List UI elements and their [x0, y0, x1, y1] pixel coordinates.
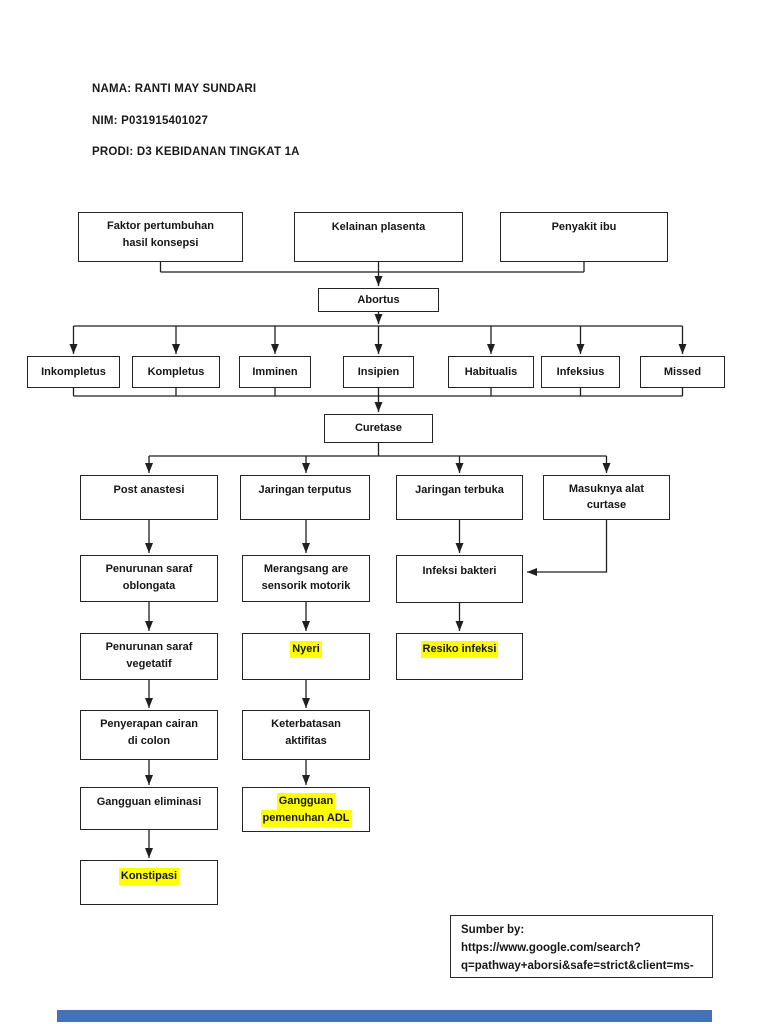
node-label: Faktor pertumbuhan — [107, 220, 214, 232]
node-label: oblongata — [122, 580, 176, 592]
node-kompletus: Kompletus — [132, 356, 220, 388]
node-label: Keterbatasan — [271, 718, 341, 730]
node-infeksius: Infeksius — [541, 356, 620, 388]
node-label: Post anastesi — [113, 484, 185, 496]
node-konstipasi: Konstipasi — [80, 860, 218, 905]
node-label-highlighted: Resiko infeksi — [420, 641, 499, 658]
header-prodi: PRODI: D3 KEBIDANAN TINGKAT 1A — [92, 146, 300, 158]
node-label: di colon — [127, 735, 171, 747]
node-label: Kompletus — [147, 365, 205, 378]
node-label-highlighted: Konstipasi — [118, 868, 180, 885]
header-nama: NAMA: RANTI MAY SUNDARI — [92, 83, 257, 95]
node-label: Merangsang are — [263, 563, 349, 575]
node-label: Imminen — [252, 365, 298, 378]
node-gangguan-pemenuhan-adl: Gangguan pemenuhan ADL — [242, 787, 370, 832]
node-inkompletus: Inkompletus — [27, 356, 120, 388]
node-gangguan-eliminasi: Gangguan eliminasi — [80, 787, 218, 830]
node-label: Habitualis — [464, 365, 518, 378]
node-infeksi-bakteri: Infeksi bakteri — [396, 555, 523, 603]
node-label: hasil konsepsi — [122, 237, 199, 249]
node-label: sensorik motorik — [261, 580, 351, 592]
node-curetase: Curetase — [324, 414, 433, 443]
node-label: Jaringan terbuka — [415, 484, 504, 496]
node-label: Penurunan saraf — [105, 641, 193, 653]
header-nim: NIM: P031915401027 — [92, 115, 209, 127]
node-label: Missed — [663, 365, 702, 378]
node-label: Gangguan eliminasi — [96, 796, 202, 808]
node-masuknya-alat-curtase: Masuknya alat curtase — [543, 475, 670, 520]
node-label: vegetatif — [126, 658, 172, 670]
node-label: Inkompletus — [41, 365, 106, 378]
node-label: Penurunan saraf — [105, 563, 193, 575]
node-label: curtase — [586, 499, 627, 511]
node-habitualis: Habitualis — [448, 356, 534, 388]
node-post-anastesi: Post anastesi — [80, 475, 218, 520]
node-label: Insipien — [357, 365, 400, 378]
node-missed: Missed — [640, 356, 725, 388]
node-label: Infeksius — [556, 365, 605, 378]
node-label: Kelainan plasenta — [331, 221, 426, 233]
node-insipien: Insipien — [343, 356, 414, 388]
node-resiko-infeksi: Resiko infeksi — [396, 633, 523, 680]
node-label: Infeksi bakteri — [422, 565, 497, 577]
node-label: Masuknya alat — [568, 483, 645, 495]
node-keterbatasan-aktifitas: Keterbatasan aktifitas — [242, 710, 370, 760]
node-penyerapan-cairan-di-colon: Penyerapan cairan di colon — [80, 710, 218, 760]
node-nyeri: Nyeri — [242, 633, 370, 680]
node-label-highlighted: pemenuhan ADL — [260, 810, 352, 827]
node-label: Penyerapan cairan — [100, 718, 198, 730]
node-jaringan-terbuka: Jaringan terbuka — [396, 475, 523, 520]
source-url-line2: q=pathway+aborsi&safe=strict&client=ms- — [461, 960, 694, 972]
node-penyakit-ibu: Penyakit ibu — [500, 212, 668, 262]
node-penurunan-saraf-oblongata: Penurunan saraf oblongata — [80, 555, 218, 602]
node-label: Abortus — [357, 293, 400, 306]
source-box: Sumber by: https://www.google.com/search… — [450, 915, 713, 978]
node-kelainan-plasenta: Kelainan plasenta — [294, 212, 463, 262]
node-label: Curetase — [354, 422, 403, 434]
source-url-line1: https://www.google.com/search? — [461, 942, 641, 954]
node-imminen: Imminen — [239, 356, 311, 388]
node-jaringan-terputus: Jaringan terputus — [240, 475, 370, 520]
node-merangsang-are-sensorik-motorik: Merangsang are sensorik motorik — [242, 555, 370, 602]
node-abortus: Abortus — [318, 288, 439, 312]
node-faktor-pertumbuhan: Faktor pertumbuhan hasil konsepsi — [78, 212, 243, 262]
source-label: Sumber by: — [461, 924, 525, 936]
node-label-highlighted: Nyeri — [290, 641, 322, 658]
node-penurunan-saraf-vegetatif: Penurunan saraf vegetatif — [80, 633, 218, 680]
node-label: aktifitas — [285, 735, 327, 747]
node-label: Penyakit ibu — [551, 221, 617, 233]
node-label: Jaringan terputus — [258, 484, 352, 496]
horizontal-scrollbar[interactable] — [57, 1010, 712, 1022]
node-label-highlighted: Gangguan — [276, 793, 336, 810]
